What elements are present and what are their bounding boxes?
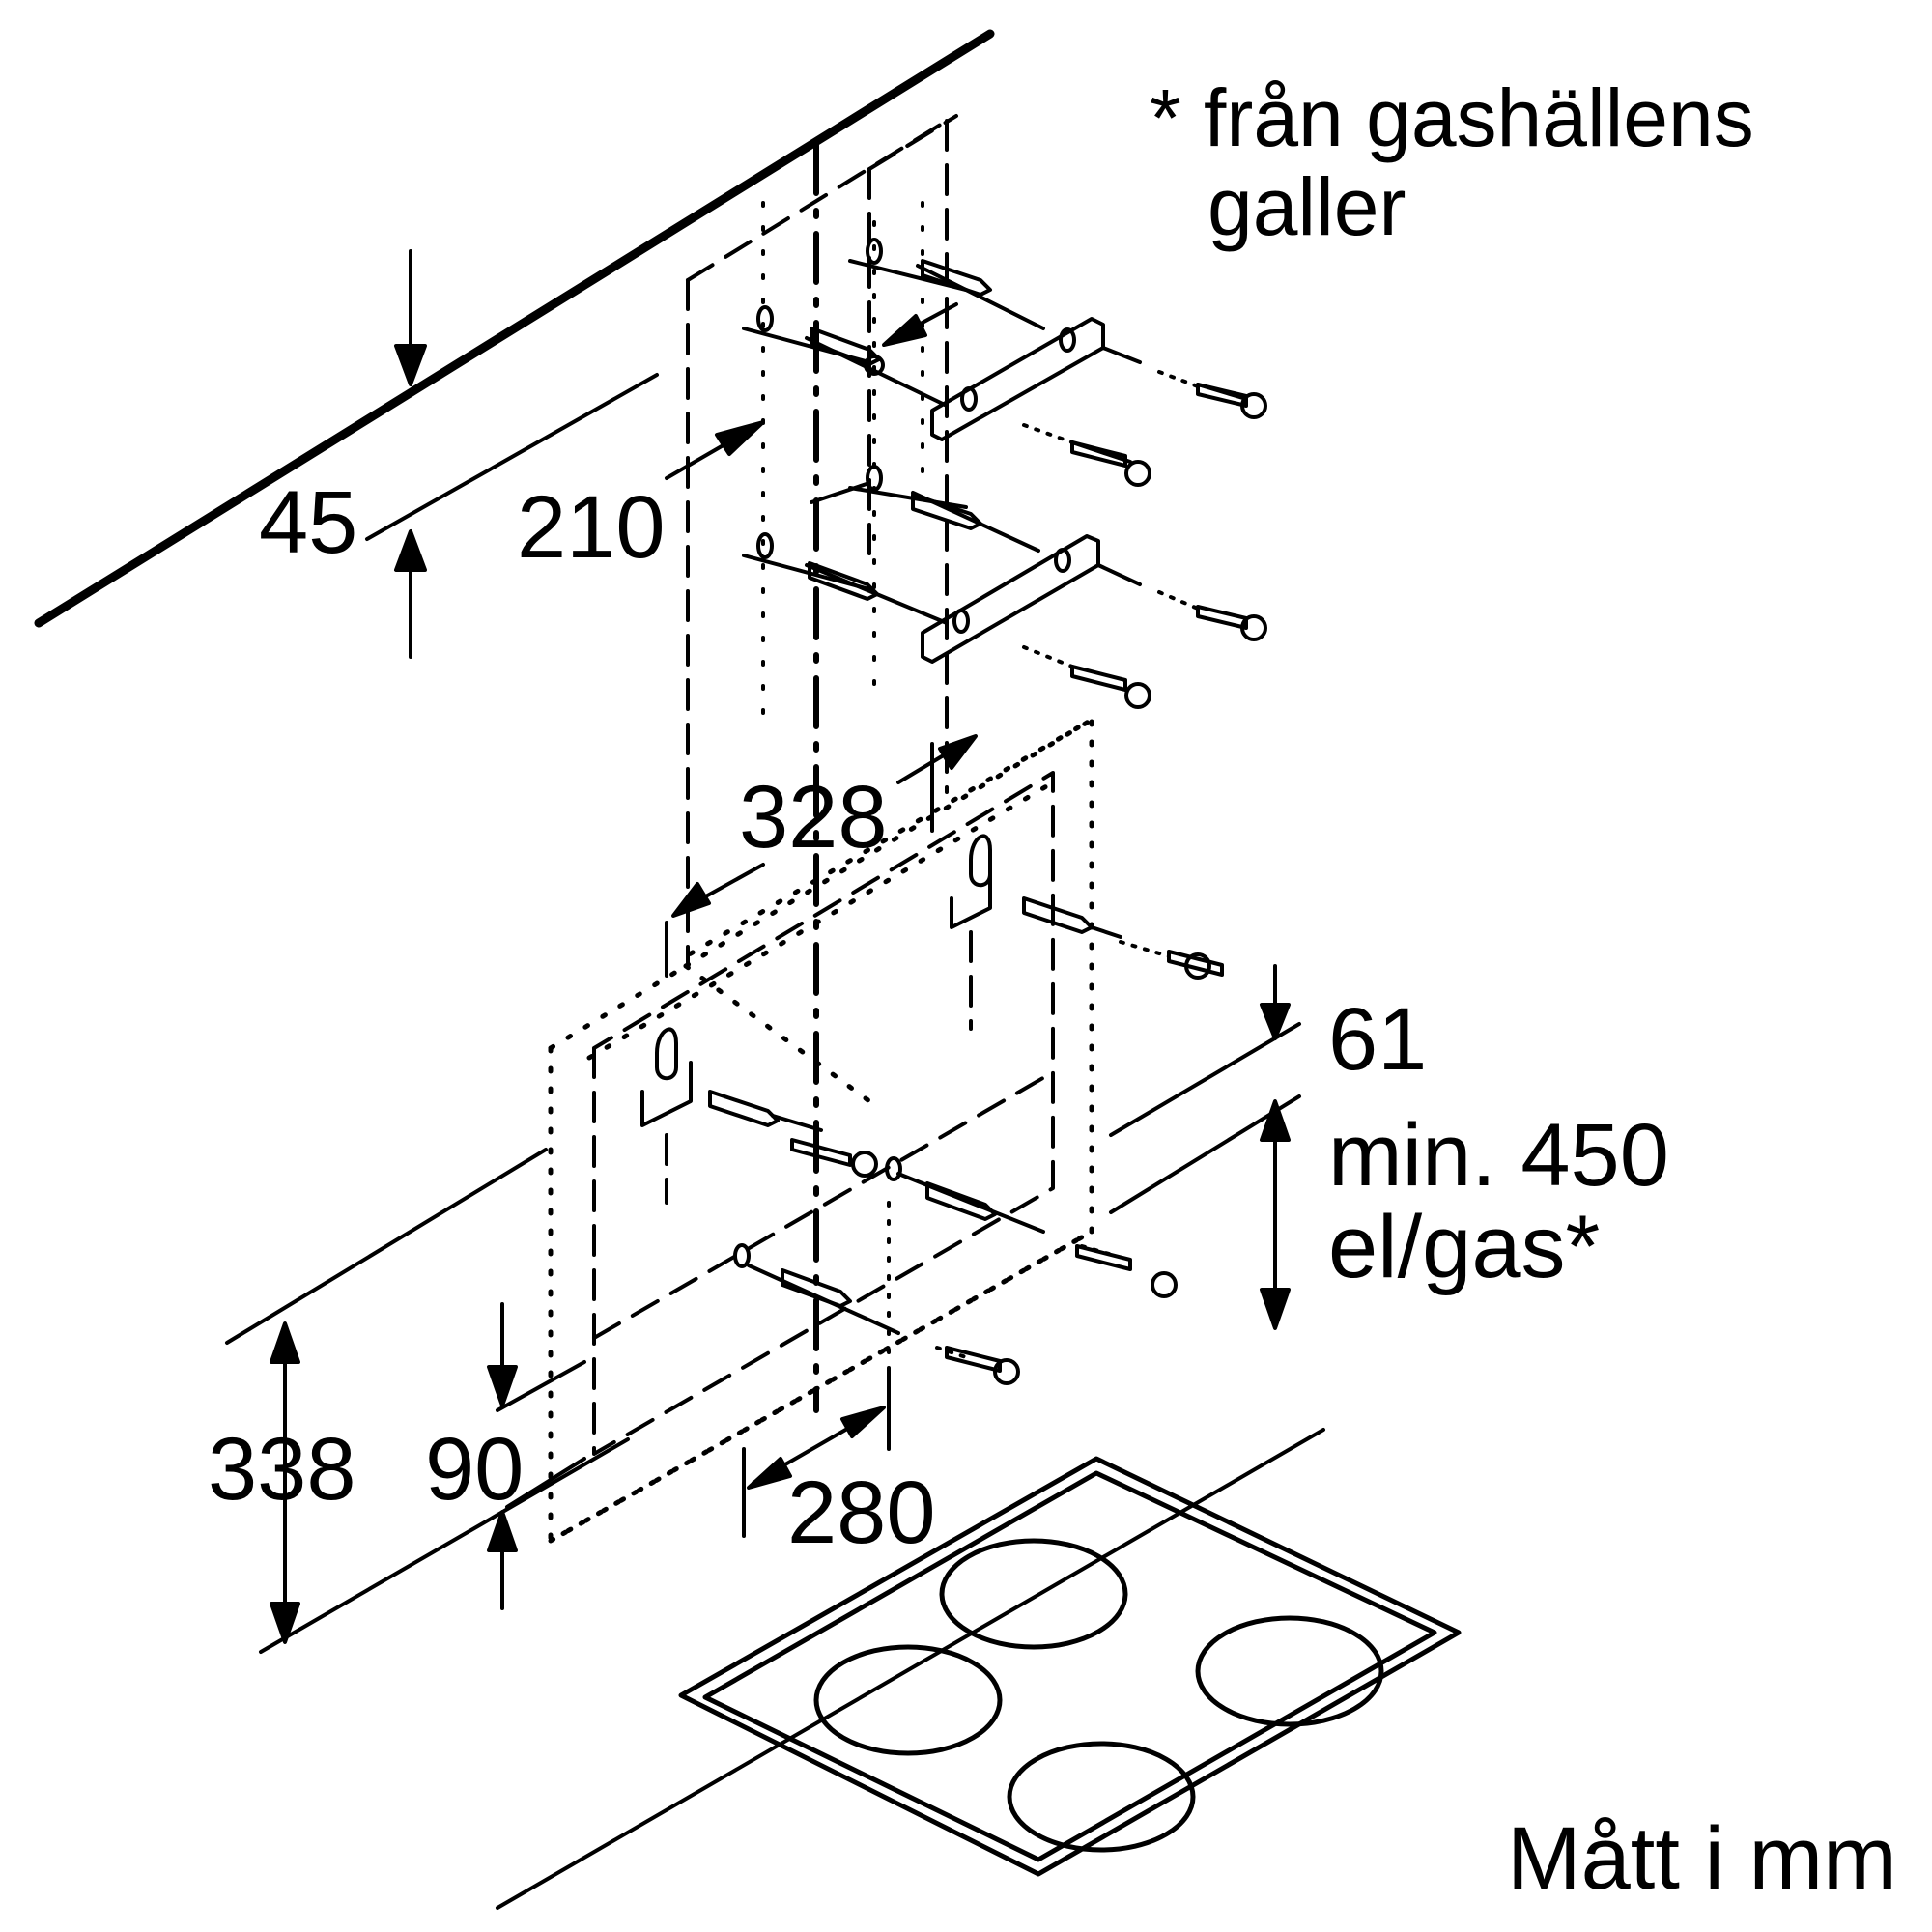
- insert-arrow: [882, 302, 958, 347]
- upper-screws: [1022, 370, 1267, 487]
- burner-rear-left: [939, 1538, 1128, 1650]
- lower-fixings: [708, 896, 1224, 1403]
- note-line-2: galler: [1208, 161, 1406, 252]
- middle-wall-plugs: [742, 465, 1040, 625]
- note-line-1: * från gashällens: [1150, 72, 1754, 163]
- dim-90-label: 90: [425, 1420, 525, 1519]
- burner-rear-right: [1195, 1615, 1384, 1727]
- burner-front-left: [813, 1644, 1003, 1756]
- upper-bracket-1: [930, 317, 1142, 441]
- ceiling-line: [34, 29, 995, 628]
- hood-dashed-outline: [592, 771, 1055, 1456]
- dim-45-label: 45: [259, 473, 358, 572]
- upper-bracket-2: [921, 534, 1267, 709]
- dim-450-lines: [1109, 1094, 1301, 1330]
- dim-280-lines: [742, 1370, 891, 1538]
- dim-328-label: 328: [739, 768, 888, 867]
- construction-lines: [761, 201, 924, 726]
- hood-dotted-outline: [548, 717, 1094, 1544]
- dim-328-lines: [665, 734, 978, 978]
- burner-front-right: [1007, 1741, 1196, 1853]
- upper-wall-plugs: [742, 238, 1045, 408]
- dim-338-label: 338: [208, 1420, 356, 1519]
- dim-210-arrow: [665, 420, 765, 480]
- dim-280-label: 280: [787, 1463, 936, 1562]
- dim-450-label-2: el/gas*: [1328, 1198, 1601, 1296]
- worktop-line: [496, 1428, 1325, 1910]
- dim-61-lines: [1109, 964, 1301, 1137]
- dim-61-label: 61: [1328, 990, 1428, 1089]
- dim-90-lines: [487, 1302, 586, 1610]
- dim-210-label: 210: [517, 478, 666, 577]
- cooktop: [678, 1456, 1462, 1877]
- dim-450-label-1: min. 450: [1328, 1106, 1669, 1205]
- dim-45-arrows: [365, 249, 659, 659]
- keyhole-slots: [640, 834, 992, 1205]
- dim-338-lines: [225, 1148, 630, 1654]
- units-label: Mått i mm: [1507, 1809, 1897, 1908]
